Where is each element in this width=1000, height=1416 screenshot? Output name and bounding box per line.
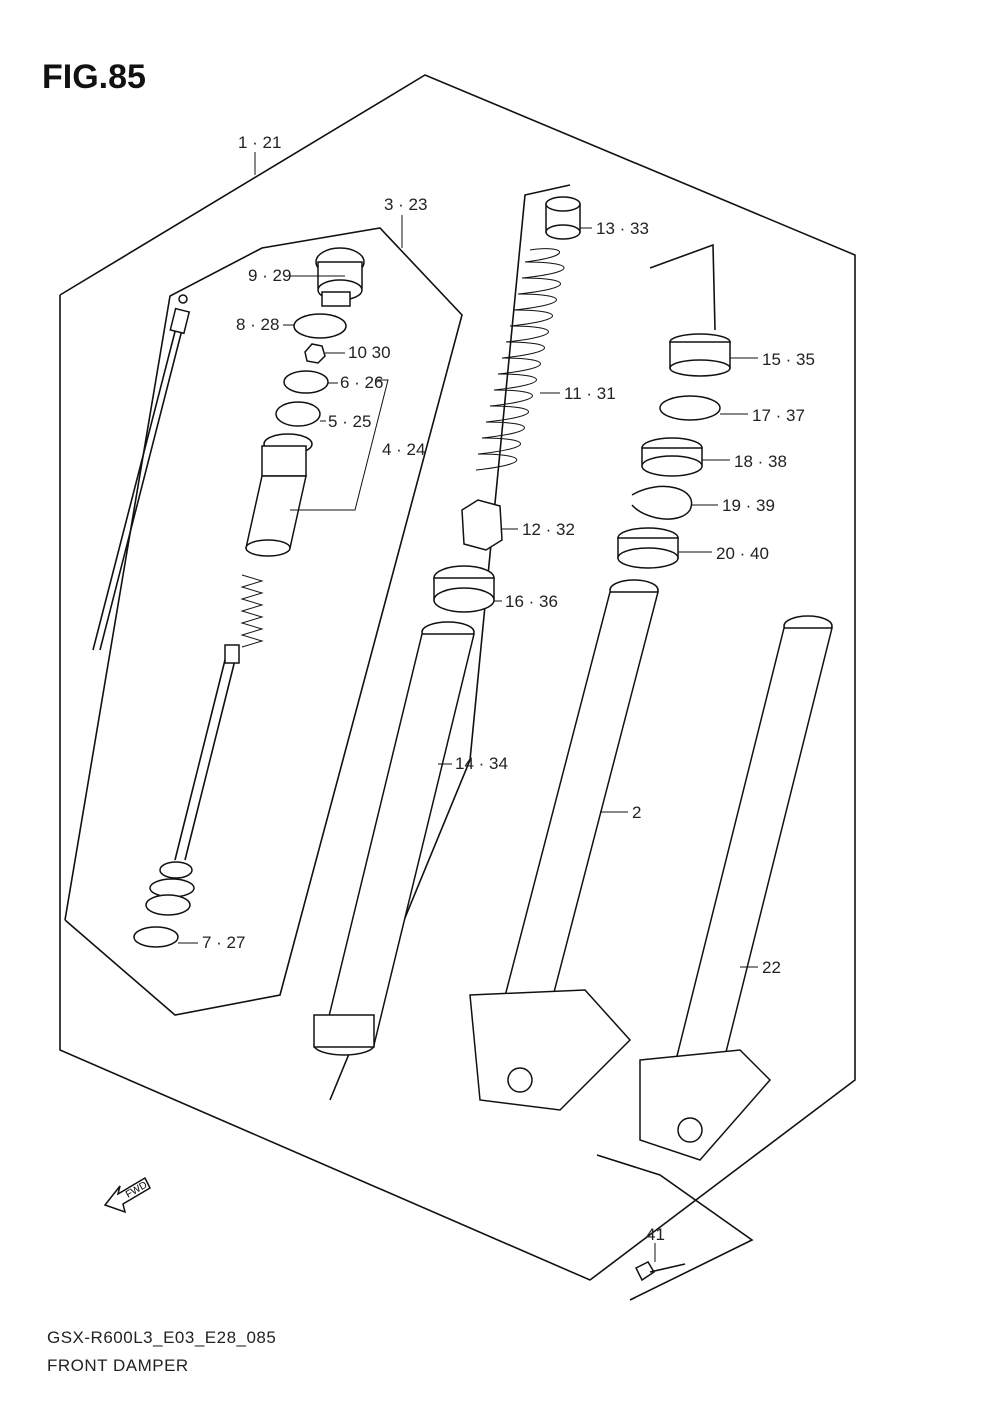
label-9-29: 9 · 29 bbox=[248, 266, 291, 285]
bushing-16 bbox=[433, 565, 495, 613]
damper-piston-rod bbox=[145, 644, 240, 916]
cap-bolt bbox=[315, 247, 365, 307]
bottom-bracket bbox=[596, 1154, 754, 1301]
footer-diagram-code: GSX-R600L3_E03_E28_085 bbox=[47, 1328, 277, 1347]
label-18-38: 18 · 38 bbox=[734, 452, 787, 471]
label-6-26: 6 · 26 bbox=[340, 373, 383, 392]
clip-19 bbox=[631, 485, 693, 520]
label-13-33: 13 · 33 bbox=[596, 219, 649, 238]
oil-seal-18 bbox=[641, 437, 703, 477]
nut bbox=[304, 343, 326, 364]
leader-lines bbox=[178, 227, 758, 968]
inner-frame-right bbox=[649, 243, 716, 331]
spacer bbox=[461, 499, 503, 551]
bolt-41 bbox=[634, 1243, 686, 1282]
rebound-spring bbox=[240, 574, 264, 648]
label-16-36: 16 · 36 bbox=[505, 592, 558, 611]
label-8-28: 8 · 28 bbox=[236, 315, 279, 334]
label-22: 22 bbox=[762, 958, 781, 977]
label-7-27: 7 · 27 bbox=[202, 933, 245, 952]
label-10-30: 10 30 bbox=[348, 343, 391, 362]
label-20-40: 20 · 40 bbox=[716, 544, 769, 563]
ring-5 bbox=[275, 401, 321, 427]
damper-rod bbox=[92, 294, 191, 651]
label-41: 41 bbox=[646, 1225, 665, 1244]
outer-tube-left bbox=[469, 579, 659, 1111]
inner-frame-left bbox=[64, 227, 463, 1016]
label-2: 2 bbox=[632, 803, 641, 822]
bushing-15 bbox=[669, 333, 731, 377]
spring-seat bbox=[545, 196, 581, 240]
outer-frame bbox=[59, 74, 856, 1281]
label-12-32: 12 · 32 bbox=[522, 520, 575, 539]
label-1-21: 1 · 21 bbox=[238, 133, 281, 152]
label-5-25: 5 · 25 bbox=[328, 412, 371, 431]
ring-6 bbox=[283, 370, 329, 394]
label-14-34: 14 · 34 bbox=[455, 754, 508, 773]
label-4-24: 4 · 24 bbox=[382, 440, 425, 459]
inner-tube bbox=[313, 621, 475, 1056]
label-17-37: 17 · 37 bbox=[752, 406, 805, 425]
washer-17 bbox=[659, 395, 721, 421]
label-11-31: 11 · 31 bbox=[564, 384, 616, 403]
outer-tube-right bbox=[639, 615, 833, 1161]
label-3-23: 3 · 23 bbox=[384, 195, 427, 214]
dust-seal-20 bbox=[617, 527, 679, 569]
o-ring bbox=[293, 313, 347, 339]
ring-7 bbox=[133, 926, 179, 948]
label-15-35: 15 · 35 bbox=[762, 350, 815, 369]
fwd-label: FWD bbox=[124, 1180, 149, 1201]
fork-spring bbox=[475, 248, 565, 471]
damper-cylinder bbox=[245, 433, 313, 557]
fwd-arrow-icon: FWD bbox=[103, 1176, 151, 1214]
footer-diagram-name: FRONT DAMPER bbox=[47, 1356, 189, 1375]
figure-title: FIG.85 bbox=[42, 58, 146, 96]
label-19-39: 19 · 39 bbox=[722, 496, 775, 515]
